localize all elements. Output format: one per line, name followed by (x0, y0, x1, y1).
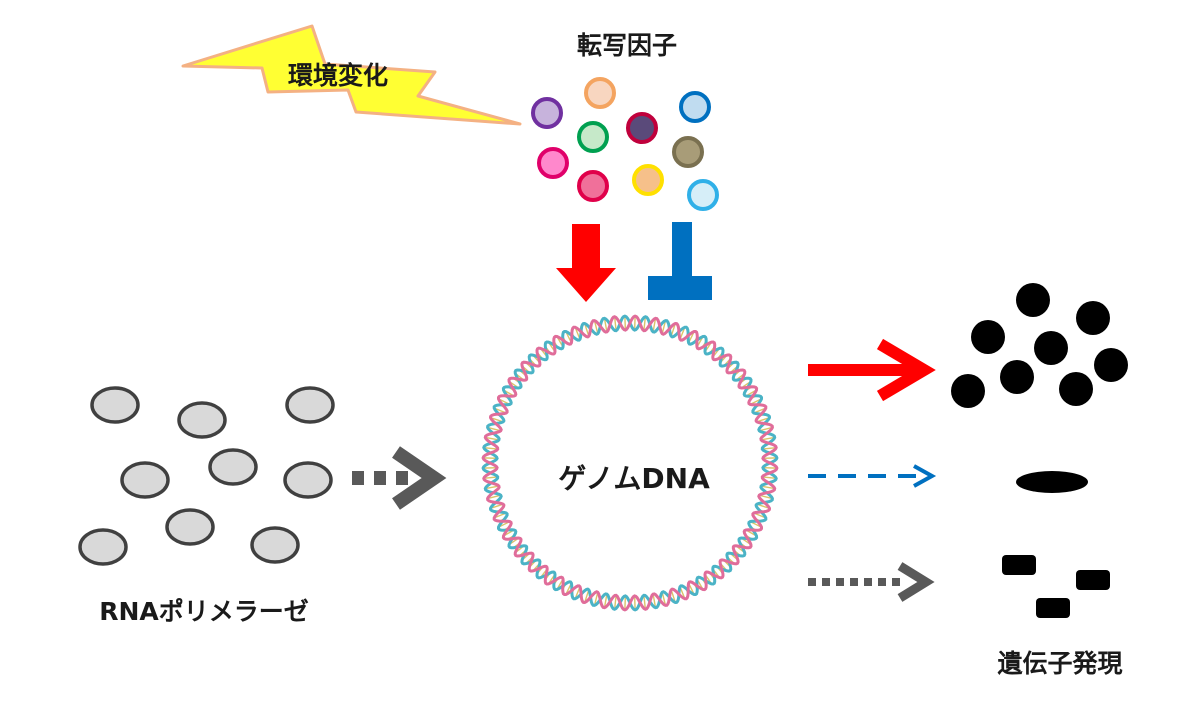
low-expression-product (1016, 471, 1088, 493)
product-dot (1059, 372, 1093, 406)
rna-polymerase-molecule (250, 526, 300, 564)
gene-expression-label: 遺伝子発現 (997, 649, 1122, 678)
dna-strand-a (481, 314, 779, 612)
transcription-factor-circle (577, 121, 609, 153)
high-expression-products (951, 283, 1128, 408)
transcription-factor-circle (531, 97, 563, 129)
rna-polymerase-molecule (120, 461, 170, 499)
rna-polymerase-label: RNAポリメラーゼ (99, 597, 309, 626)
low-expression-arrow (808, 464, 937, 488)
transcription-factor-circle (577, 170, 609, 202)
rna-polymerase-molecule (165, 508, 215, 546)
product-dot (1076, 301, 1110, 335)
product-dot (1000, 360, 1034, 394)
rna-polymerase-molecule (285, 386, 335, 424)
environment-label: 環境変化 (288, 61, 388, 90)
genome-dna-label: ゲノムDNA (558, 462, 710, 495)
product-dot (951, 374, 985, 408)
polymerase-to-dna-arrow (352, 446, 447, 510)
high-expression-arrow (808, 338, 936, 402)
transcription-factors-label: 転写因子 (577, 31, 677, 60)
transcription-factor-circle (632, 164, 664, 196)
activation-arrow (556, 224, 616, 302)
rna-polymerase-molecule (283, 461, 333, 499)
transcription-factor-circle (626, 112, 658, 144)
transcription-factor-cluster (531, 77, 719, 211)
lightning-bolt-icon (181, 24, 522, 126)
transcription-factor-circle (537, 147, 569, 179)
rna-polymerase-molecule (90, 386, 140, 424)
rna-polymerase-cluster (78, 386, 335, 566)
transcription-factor-circle (687, 179, 719, 211)
rna-polymerase-molecule (208, 448, 258, 486)
basal-expression-arrow (808, 562, 935, 602)
product-dot (1094, 348, 1128, 382)
repression-bar (648, 222, 712, 300)
product-dot (1034, 331, 1068, 365)
transcription-factor-circle (679, 91, 711, 123)
product-dot (1016, 283, 1050, 317)
rna-polymerase-molecule (78, 528, 128, 566)
transcription-factor-circle (672, 136, 704, 168)
rna-polymerase-molecule (177, 401, 227, 439)
genome-dna-ring (481, 314, 779, 612)
product-dot (971, 320, 1005, 354)
basal-expression-products (1002, 555, 1110, 618)
transcription-factor-circle (584, 77, 616, 109)
